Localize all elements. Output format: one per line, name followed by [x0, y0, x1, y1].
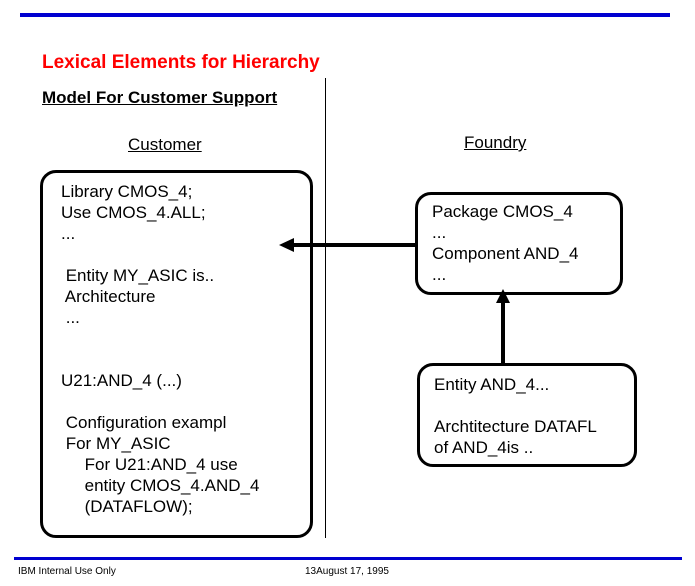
footer-notice: IBM Internal Use Only [18, 566, 116, 577]
page-subtitle: Model For Customer Support [42, 88, 278, 107]
arrow-left-shaft-icon [292, 243, 416, 247]
entity-code-box: Entity AND_4... Archtitecture DATAFL of … [417, 363, 637, 467]
package-code-box: Package CMOS_4 ... Component AND_4 ... [415, 192, 623, 295]
top-rule [20, 13, 670, 17]
footer-date: 13August 17, 1995 [305, 566, 389, 577]
arrow-up-shaft-icon [501, 300, 505, 364]
column-heading-customer: Customer [128, 135, 202, 154]
arrow-left-head-icon [279, 238, 294, 252]
entity-code-text: Entity AND_4... Archtitecture DATAFL of … [434, 375, 597, 457]
customer-code-box: Library CMOS_4; Use CMOS_4.ALL; ... Enti… [40, 170, 313, 538]
arrow-up-head-icon [496, 289, 510, 303]
package-code-text: Package CMOS_4 ... Component AND_4 ... [432, 202, 579, 284]
customer-code-text: Library CMOS_4; Use CMOS_4.ALL; ... Enti… [61, 182, 260, 516]
column-divider [325, 78, 326, 538]
page-title: Lexical Elements for Hierarchy [42, 52, 320, 73]
bottom-rule [14, 557, 682, 560]
column-heading-foundry: Foundry [464, 133, 527, 152]
